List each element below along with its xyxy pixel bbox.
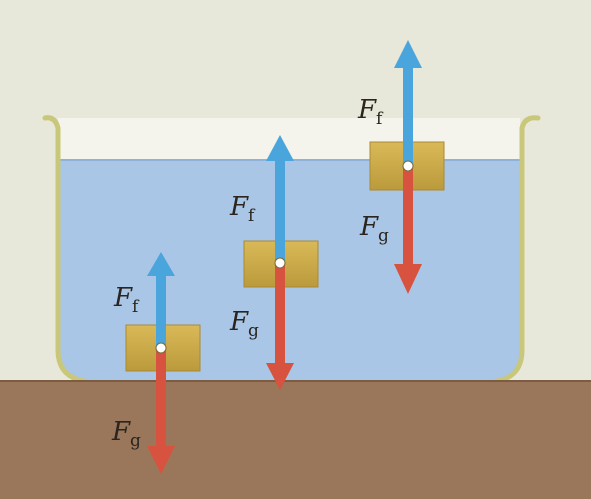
buoyancy-arrowhead-top xyxy=(394,40,422,68)
buoyancy-arrowhead-bottom xyxy=(147,252,175,276)
center-point-bottom xyxy=(155,342,167,354)
object-bottom: Ff Fg xyxy=(111,252,201,474)
label-fg-middle: Fg xyxy=(229,307,259,341)
label-fg-bottom: Fg xyxy=(111,417,141,451)
gravity-arrowhead-top xyxy=(394,264,422,294)
label-ff-bottom: Ff xyxy=(113,283,140,317)
label-fg-top: Fg xyxy=(359,212,389,246)
gravity-arrowhead-bottom xyxy=(147,446,175,474)
buoyancy-arrow-bottom xyxy=(156,270,166,348)
gravity-arrow-bottom xyxy=(156,348,166,450)
center-point-top xyxy=(402,160,414,172)
center-point-middle xyxy=(274,257,286,269)
label-ff-top: Ff xyxy=(357,95,384,129)
gravity-arrow-top xyxy=(403,166,413,268)
gravity-arrowhead-middle xyxy=(266,363,294,390)
buoyancy-arrow-middle xyxy=(275,155,285,263)
ground xyxy=(0,380,591,499)
buoyancy-arrow-top xyxy=(403,62,413,168)
label-ff-middle: Ff xyxy=(229,192,256,226)
buoyancy-arrowhead-middle xyxy=(266,135,294,161)
object-top: Ff Fg xyxy=(357,40,445,294)
object-middle: Ff Fg xyxy=(229,135,319,390)
gravity-arrow-middle xyxy=(275,263,285,367)
